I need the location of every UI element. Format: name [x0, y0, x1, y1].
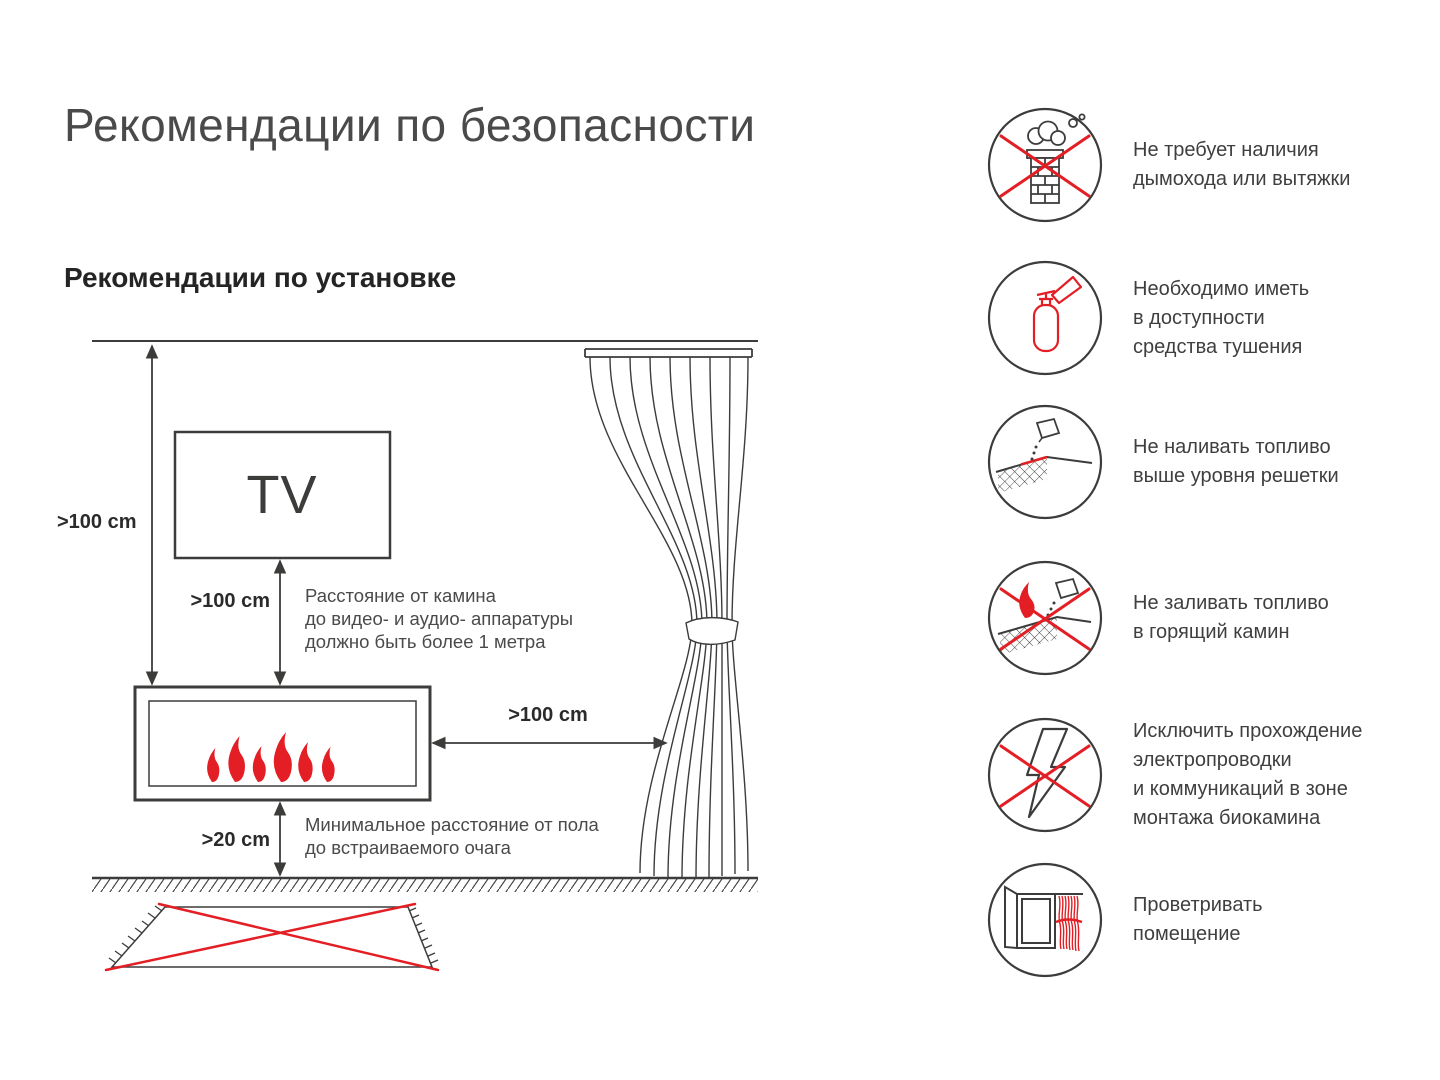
ventilate-icon	[987, 862, 1103, 978]
safety-item-no-chimney: Не требует наличия дымохода или вытяжки	[985, 105, 1350, 225]
safety-item-ventilate: Проветривать помещение	[985, 860, 1263, 980]
no-wiring-icon	[987, 717, 1103, 833]
safety-line: Не заливать топливо	[1133, 592, 1329, 614]
safety-item-no-wiring: Исключить прохождение электропроводки и …	[985, 715, 1362, 835]
safety-line: Не наливать топливо	[1133, 436, 1331, 458]
safety-line: Необходимо иметь	[1133, 277, 1310, 300]
safety-line: выше уровня решетки	[1133, 465, 1339, 487]
curtain-rod	[584, 348, 753, 358]
safety-line: в доступности	[1133, 306, 1265, 329]
carpet-cross-icon	[104, 902, 440, 972]
safety-line: Проветривать	[1133, 894, 1263, 916]
safety-line: Исключить прохождение	[1133, 720, 1363, 742]
curtain	[589, 356, 749, 880]
floor-hatching	[92, 879, 758, 892]
safety-line: помещение	[1133, 923, 1241, 945]
installation-diagram: >100 cm TV >100 cm Расстояние от камина …	[57, 340, 758, 972]
safety-item-extinguisher: Необходимо иметь в доступности средства …	[985, 258, 1309, 378]
safety-item-text: Не заливать топливо в горящий камин	[1133, 589, 1329, 647]
floor-distance-label: >20 cm	[202, 829, 270, 851]
carpet-fringe	[108, 905, 439, 964]
safety-line: и коммуникаций в зоне	[1133, 778, 1348, 800]
curtain-distance-label: >100 cm	[508, 704, 588, 726]
fireplace	[133, 685, 432, 802]
svg-text:до встраиваемого очага: до встраиваемого очага	[305, 837, 512, 858]
page-title: Рекомендации по безопасности	[64, 99, 756, 151]
safety-item-text: Не наливать топливо выше уровня решетки	[1133, 433, 1339, 491]
tv-distance-note: Расстояние от камина до видео- и аудио- …	[305, 585, 573, 652]
safety-line: дымохода или вытяжки	[1133, 168, 1351, 190]
safety-line: электропроводки	[1133, 749, 1292, 771]
svg-text:Расстояние от камина: Расстояние от камина	[305, 585, 497, 606]
svg-text:Минимальное расстояние от пола: Минимальное расстояние от пола	[305, 814, 599, 835]
tv-rect	[173, 430, 392, 560]
safety-line: в горящий камин	[1133, 621, 1290, 643]
safety-item-text: Не требует наличия дымохода или вытяжки	[1133, 136, 1350, 194]
safety-line: Не требует наличия	[1133, 139, 1319, 161]
curtain-tieback	[685, 616, 739, 646]
no-chimney-icon	[987, 107, 1103, 223]
installation-section-title: Рекомендации по установке	[64, 262, 457, 293]
svg-text:до видео- и аудио- аппаратуры: до видео- и аудио- аппаратуры	[305, 608, 573, 629]
safety-item-text: Необходимо иметь в доступности средства …	[1133, 275, 1309, 362]
safety-item-text: Проветривать помещение	[1133, 891, 1263, 949]
safety-item-fuel-level: Не наливать топливо выше уровня решетки	[985, 402, 1339, 522]
safety-item-text: Исключить прохождение электропроводки и …	[1133, 717, 1362, 833]
fuel-level-icon	[987, 404, 1103, 520]
tv-distance-label: >100 cm	[190, 590, 270, 612]
floor-distance-note: Минимальное расстояние от пола до встраи…	[305, 814, 599, 858]
no-refill-burning-icon	[987, 560, 1103, 676]
svg-text:должно быть более 1 метра: должно быть более 1 метра	[305, 631, 546, 652]
safety-line: монтажа биокамина	[1133, 807, 1321, 829]
safety-item-no-refill: Не заливать топливо в горящий камин	[985, 558, 1329, 678]
fire-extinguisher-icon	[987, 260, 1103, 376]
carpet	[104, 902, 440, 972]
tv-label: TV	[246, 465, 317, 525]
wall-distance-label: >100 cm	[57, 511, 137, 533]
safety-line: средства тушения	[1133, 335, 1303, 358]
